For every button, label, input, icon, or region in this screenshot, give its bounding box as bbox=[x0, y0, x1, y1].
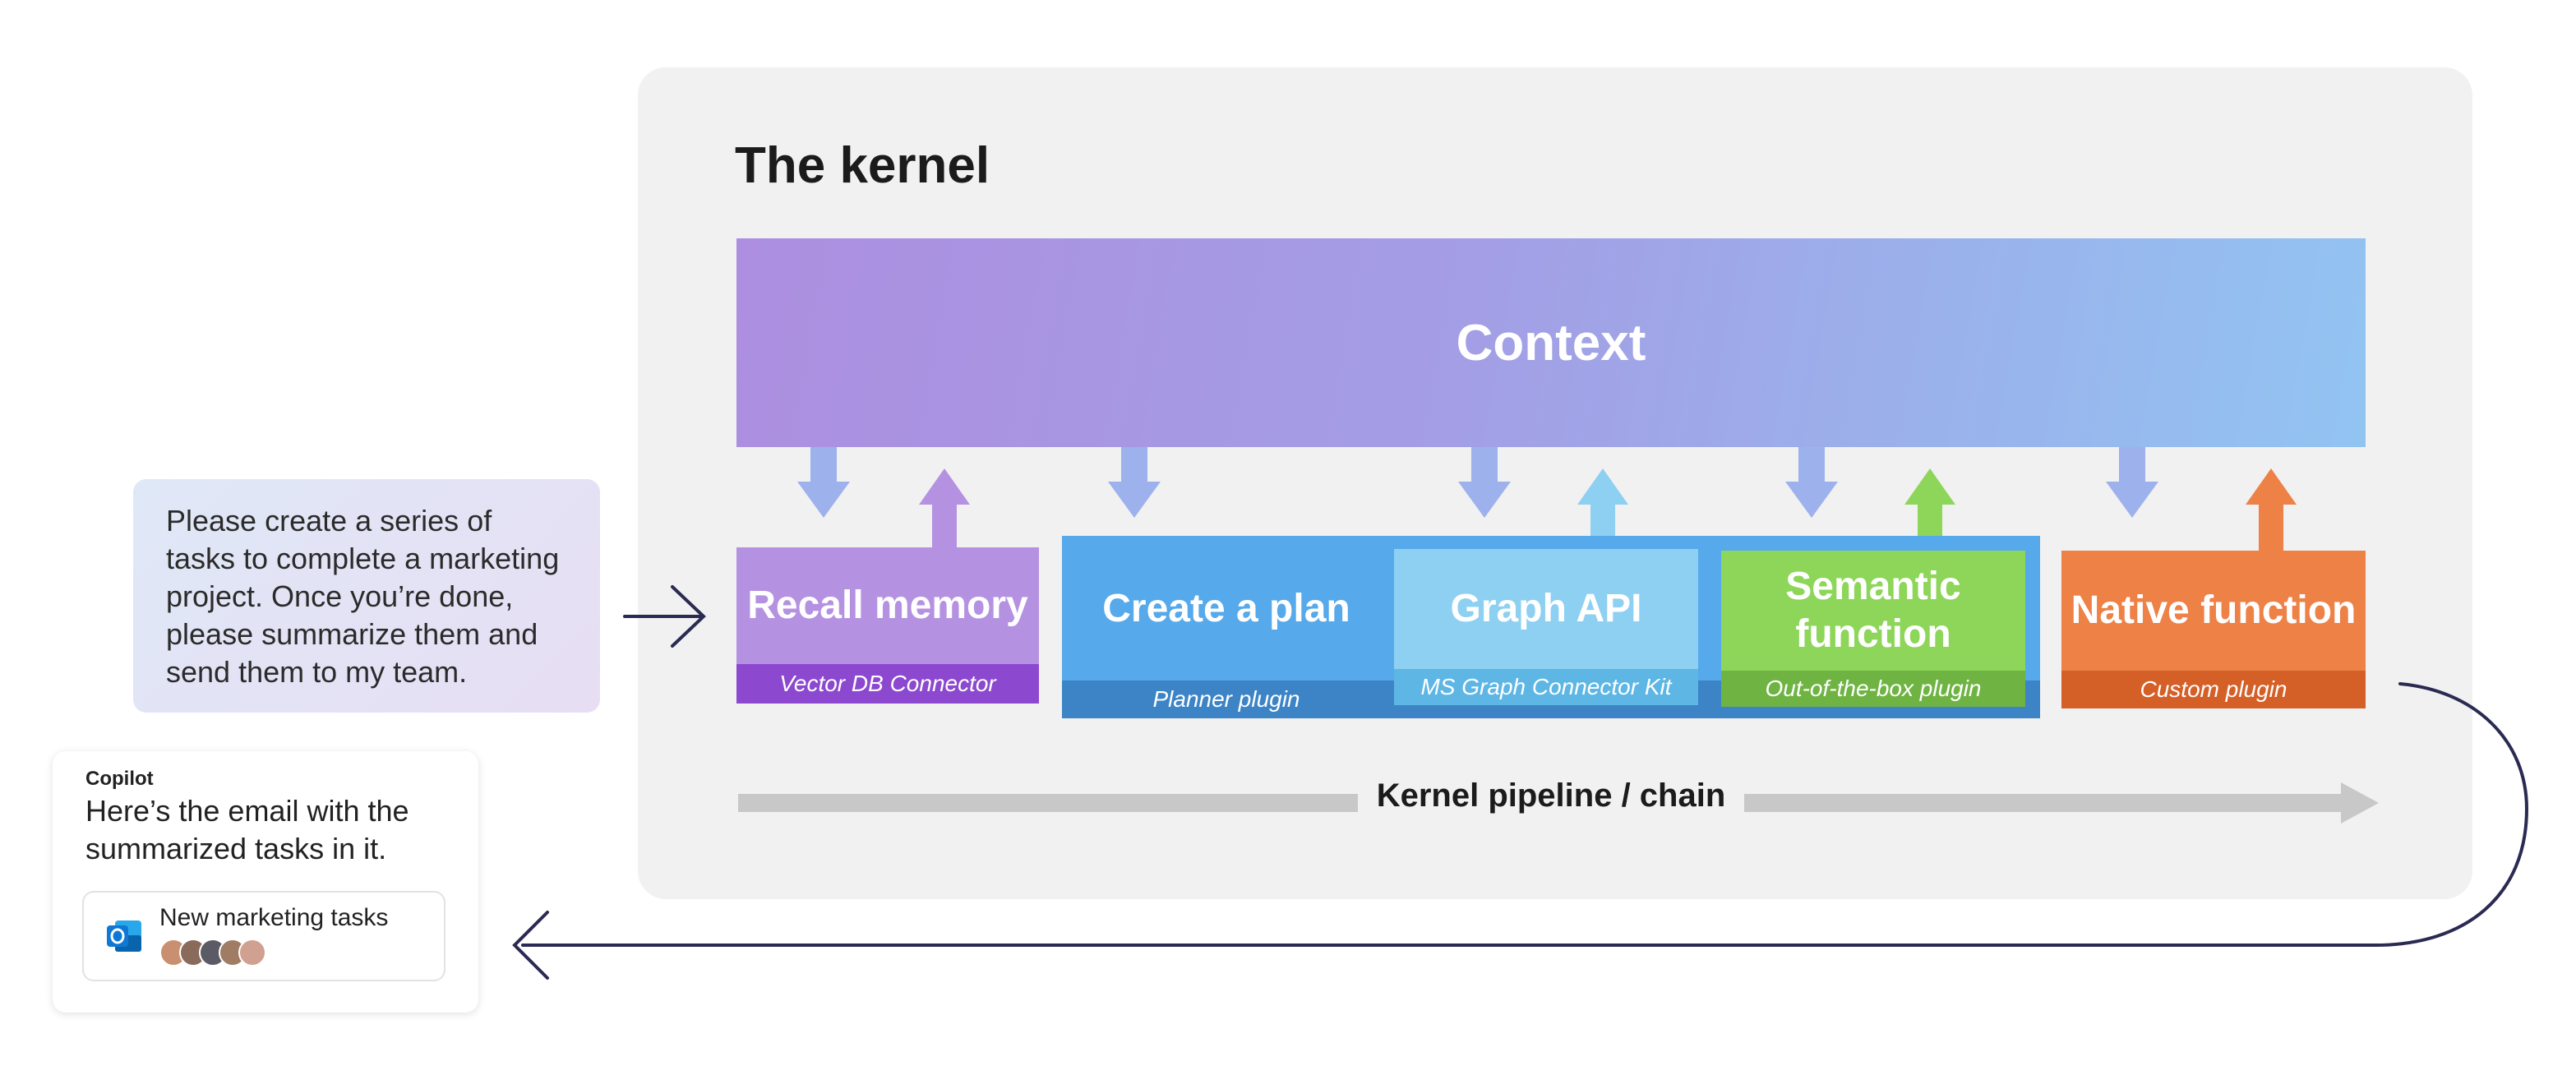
up-arrow-native bbox=[2246, 468, 2297, 552]
context-label: Context bbox=[1456, 314, 1646, 371]
recipient-avatars bbox=[159, 893, 275, 975]
native-function-sub: Custom plugin bbox=[2061, 671, 2366, 708]
down-arrow-plan bbox=[1108, 447, 1161, 518]
pipeline-label: Kernel pipeline / chain bbox=[1376, 777, 1726, 814]
input-arrow-head bbox=[671, 585, 706, 648]
return-arrow-line bbox=[521, 682, 2529, 947]
outlook-icon bbox=[107, 920, 141, 952]
graph-api-label: Graph API bbox=[1394, 549, 1698, 669]
graph-api-box: Graph API MS Graph Connector Kit bbox=[1394, 549, 1698, 705]
up-arrow-graph bbox=[1577, 468, 1628, 551]
email-subject: New marketing tasks bbox=[159, 904, 389, 931]
native-function-label: Native function bbox=[2061, 551, 2366, 671]
copilot-message: Here’s the email with the summarized tas… bbox=[85, 794, 409, 865]
down-arrow-semantic bbox=[1785, 447, 1838, 518]
semantic-function-box: Semantic function Out-of-the-box plugin bbox=[1721, 551, 2025, 707]
native-function-box: Native function Custom plugin bbox=[2061, 551, 2366, 708]
user-prompt-bubble: Please create a series of tasks to compl… bbox=[133, 479, 600, 713]
down-arrow-native bbox=[2106, 447, 2158, 518]
kernel-title: The kernel bbox=[735, 137, 990, 194]
user-prompt-text: Please create a series of tasks to compl… bbox=[166, 504, 560, 689]
graph-api-sub: MS Graph Connector Kit bbox=[1394, 669, 1698, 705]
recall-memory-box: Recall memory Vector DB Connector bbox=[736, 547, 1039, 704]
avatar bbox=[238, 939, 266, 967]
up-arrow-semantic bbox=[1904, 468, 1955, 551]
return-arrow-head bbox=[512, 911, 549, 980]
create-plan-sub: Planner plugin bbox=[1152, 686, 1300, 712]
semantic-function-sub: Out-of-the-box plugin bbox=[1721, 671, 2025, 707]
up-arrow-recall bbox=[919, 468, 970, 547]
create-plan-label: Create a plan bbox=[1102, 586, 1350, 630]
pipeline-bar-left bbox=[738, 794, 1358, 812]
pipeline-bar-right bbox=[1744, 794, 2344, 812]
semantic-function-label: Semantic function bbox=[1721, 551, 2025, 671]
email-attachment[interactable]: New marketing tasks bbox=[82, 891, 445, 981]
copilot-label: Copilot bbox=[85, 768, 154, 790]
pipeline-arrowhead bbox=[2341, 782, 2379, 824]
recall-memory-sub: Vector DB Connector bbox=[736, 664, 1039, 704]
context-bar: Context bbox=[736, 238, 2366, 447]
down-arrow-recall bbox=[797, 447, 850, 518]
recall-memory-label: Recall memory bbox=[736, 547, 1039, 664]
down-arrow-graph bbox=[1458, 447, 1511, 518]
copilot-response-card: Copilot Here’s the email with the summar… bbox=[53, 751, 478, 1013]
